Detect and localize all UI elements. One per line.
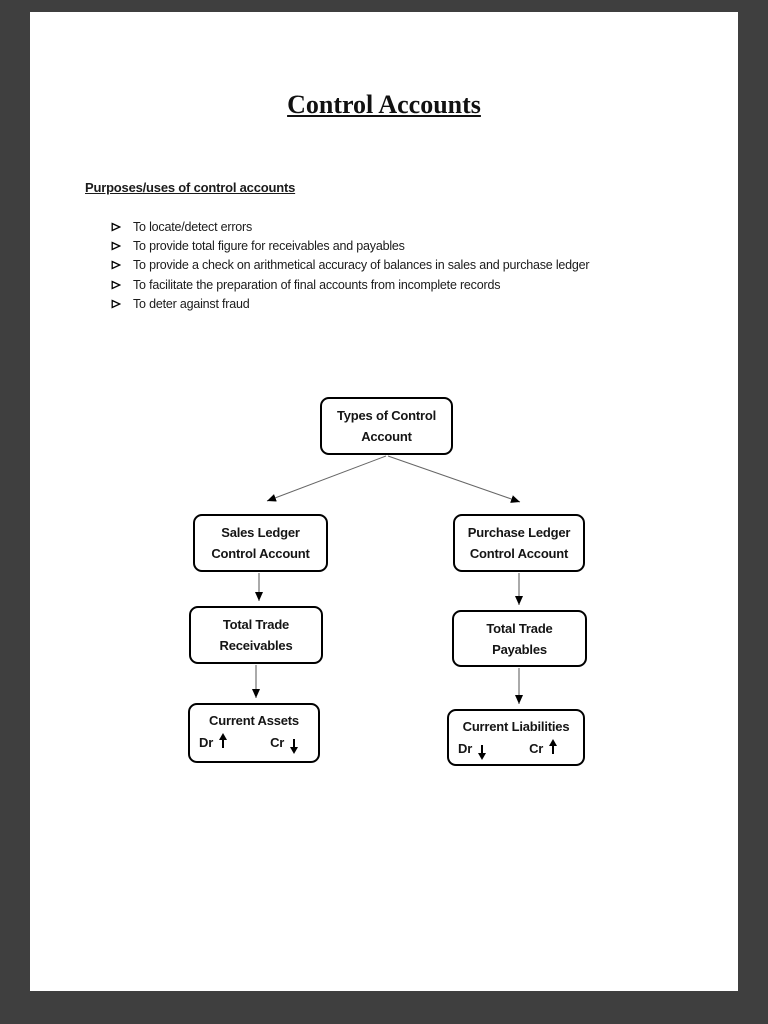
purchase-ledger-control-account-box: Purchase Ledger Control Account: [453, 514, 585, 572]
down-arrow-icon: [477, 745, 487, 760]
box-label-line: Control Account: [211, 546, 310, 561]
dr-cr-row: Dr Cr: [449, 738, 583, 760]
page-title: Control Accounts: [287, 90, 481, 119]
bullet-text: To provide total figure for receivables …: [133, 238, 405, 253]
box-label-line: Account: [361, 429, 412, 444]
arrowhead-bullet-icon: [111, 241, 121, 251]
box-label-line: Payables: [492, 641, 547, 657]
list-item: To deter against fraud: [111, 294, 589, 313]
up-arrow-icon: [548, 739, 558, 754]
list-item: To locate/detect errors: [111, 217, 589, 236]
document-page: Control Accounts Purposes/uses of contro…: [30, 12, 738, 991]
box-label-line: Sales Ledger: [221, 525, 300, 540]
down-arrow-icon: [289, 739, 299, 754]
box-title: Current Assets: [209, 713, 299, 728]
cr-label: Cr: [529, 741, 544, 756]
bullet-list: To locate/detect errors To provide total…: [111, 217, 590, 313]
total-trade-payables-box: Total Trade Payables: [452, 610, 587, 667]
arrowhead-bullet-icon: [111, 280, 121, 290]
sales-ledger-control-account-box: Sales Ledger Control Account: [193, 514, 328, 572]
dr-label: Dr: [458, 741, 473, 756]
box-label-line: Receivables: [219, 638, 293, 653]
arrowhead-bullet-icon: [111, 299, 121, 309]
dr-cr-row: Dr Cr: [190, 732, 318, 754]
bullet-text: To provide a check on arithmetical accur…: [133, 258, 590, 273]
box-label-line: Total Trade: [486, 620, 553, 636]
types-of-control-account-box: Types of Control Account: [320, 397, 453, 455]
list-item: To provide a check on arithmetical accur…: [111, 256, 590, 275]
box-label-line: Control Account: [469, 546, 569, 561]
connector-root-to-sales: [266, 455, 387, 502]
arrowhead-bullet-icon: [111, 222, 121, 232]
current-assets-box: Current Assets Dr Cr: [188, 703, 320, 763]
bullet-text: To deter against fraud: [133, 296, 250, 311]
diagram-connectors: [252, 455, 523, 704]
list-item: To facilitate the preparation of final a…: [111, 275, 589, 294]
arrowhead-bullet-icon: [111, 260, 121, 270]
box-label-line: Types of Control: [336, 408, 437, 423]
cr-label: Cr: [270, 735, 285, 750]
total-trade-receivables-box: Total Trade Receivables: [189, 606, 323, 664]
box-label-line: Total Trade: [222, 617, 290, 632]
dr-label: Dr: [199, 735, 214, 750]
box-label-line: Purchase Ledger: [467, 525, 571, 540]
connector-root-to-purchase: [387, 455, 521, 503]
list-item: To provide total figure for receivables …: [111, 236, 589, 255]
up-arrow-icon: [218, 733, 228, 748]
section-heading: Purposes/uses of control accounts: [85, 180, 296, 195]
box-title: Current Liabilities: [462, 719, 570, 734]
bullet-text: To locate/detect errors: [133, 219, 253, 234]
bullet-text: To facilitate the preparation of final a…: [133, 277, 501, 292]
current-liabilities-box: Current Liabilities Dr Cr: [447, 709, 585, 766]
